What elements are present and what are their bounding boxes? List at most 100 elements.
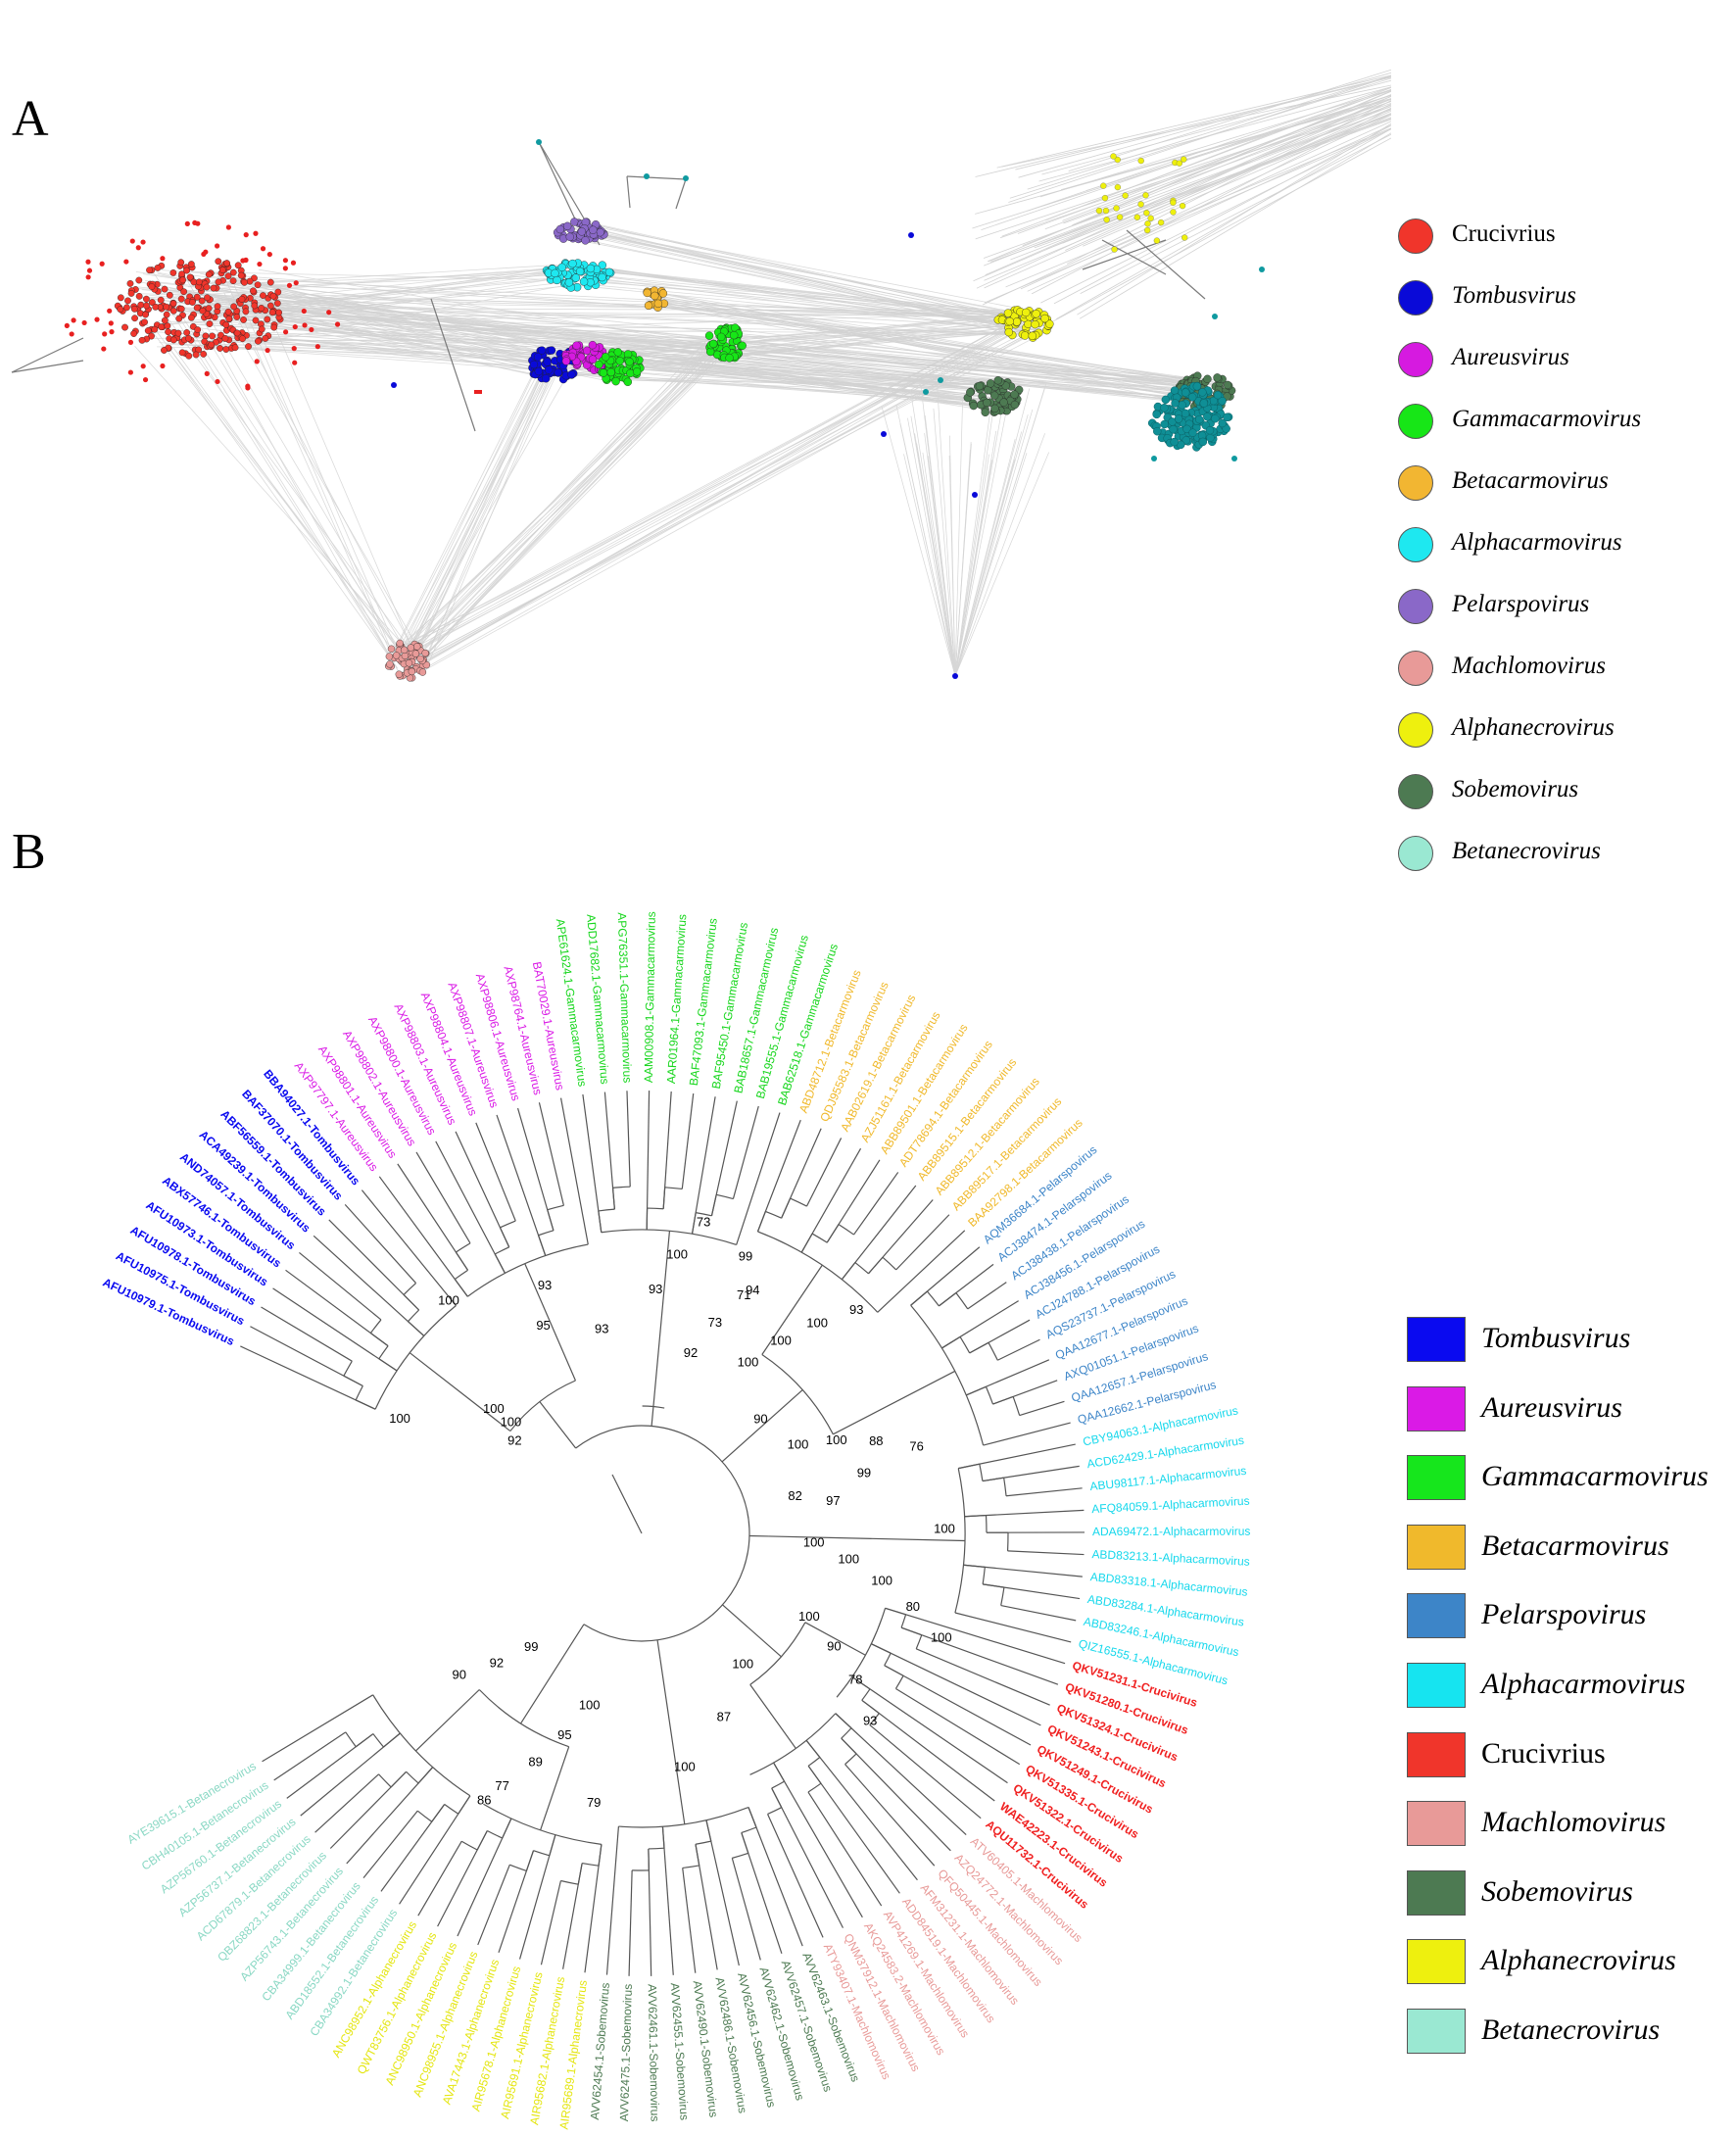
bootstrap-value: 100: [732, 1656, 753, 1671]
legend-label: Tombusvirus: [1481, 1322, 1631, 1354]
legend-dot: [1398, 465, 1433, 501]
bootstrap-value: 90: [827, 1638, 841, 1653]
legend-label: Gammacarmovirus: [1452, 406, 1642, 432]
bootstrap-value: 87: [717, 1710, 731, 1724]
bootstrap-value: 89: [528, 1755, 542, 1770]
legend-item: Alphanecrovirus: [1391, 704, 1724, 766]
legend-item: Pelarspovirus: [1407, 1589, 1730, 1659]
legend-item: Crucivrius: [1407, 1728, 1730, 1798]
bootstrap-value: 73: [697, 1215, 710, 1230]
bootstrap-value: 100: [738, 1354, 759, 1369]
phylogenetic-tree: 9210095931001009393100739273719990100100…: [101, 911, 1251, 2130]
legend-label: Crucivrius: [1481, 1736, 1606, 1770]
tree-tip-label: AVV62461.1-Sobemovirus: [646, 1984, 662, 2122]
bootstrap-value: 79: [587, 1795, 601, 1810]
network-clusters: [64, 139, 1265, 682]
bootstrap-value: 99: [857, 1465, 871, 1480]
legend-dot: [1398, 836, 1433, 871]
bootstrap-value: 73: [708, 1315, 722, 1330]
tree-tip-label: ABU98117.1-Alphacarmovirus: [1089, 1464, 1247, 1493]
legend-item: Tombusvirus: [1407, 1313, 1730, 1383]
bootstrap-value: 71: [737, 1287, 750, 1302]
bootstrap-value: 100: [826, 1432, 847, 1447]
bootstrap-value: 100: [483, 1401, 505, 1416]
tree-tip-label: APG76351.1-Gammacarmovirus: [615, 912, 635, 1083]
legend-dot: [1398, 774, 1433, 809]
legend-label: Alphacarmovirus: [1481, 1667, 1686, 1700]
bootstrap-value: 90: [753, 1411, 767, 1426]
tree-tip-label: AFQ84059.1-Alphacarmovirus: [1091, 1494, 1250, 1516]
tree-tip-label: AVV62455.1-Sobemovirus: [668, 1982, 692, 2120]
legend-label: Tombusvirus: [1452, 282, 1576, 309]
legend-label: Sobemovirus: [1481, 1874, 1633, 1908]
bootstrap-value: 88: [869, 1433, 883, 1448]
legend-label: Aureusvirus: [1452, 344, 1569, 370]
tree-tip-label: ADA69472.1-Alphacarmovirus: [1092, 1525, 1250, 1538]
legend-item: Machlomovirus: [1391, 643, 1724, 704]
legend-label: Alphanecrovirus: [1481, 1944, 1676, 1977]
legend-item: Betanecrovirus: [1391, 828, 1724, 890]
bootstrap-value: 100: [666, 1247, 688, 1262]
legend-dot: [1398, 589, 1433, 624]
legend-swatch: [1407, 1455, 1466, 1501]
tree-tip-label: AAR01964.1-Gammacarmovirus: [664, 913, 690, 1084]
legend-label: Alphacarmovirus: [1452, 529, 1622, 556]
legend-label: Betanecrovirus: [1481, 2013, 1661, 2046]
bootstrap-value: 90: [453, 1667, 466, 1681]
legend-swatch: [1407, 1939, 1466, 1985]
tree-bootstrap-values: 9210095931001009393100739273719990100100…: [389, 1215, 955, 1810]
legend-dot: [1398, 712, 1433, 748]
bootstrap-value: 76: [909, 1439, 923, 1454]
legend-label: Alphanecrovirus: [1452, 714, 1615, 741]
legend-label: Betacarmovirus: [1452, 467, 1609, 494]
bootstrap-value: 80: [906, 1599, 920, 1614]
legend-dot: [1398, 651, 1433, 686]
panel-a-letter: A: [12, 91, 49, 147]
bootstrap-value: 92: [490, 1655, 504, 1670]
bootstrap-value: 100: [803, 1535, 825, 1550]
legend-item: Alphanecrovirus: [1407, 1935, 1730, 2005]
bootstrap-value: 100: [788, 1437, 809, 1452]
legend-swatch: [1407, 1317, 1466, 1362]
legend-label: Pelarspovirus: [1481, 1598, 1647, 1631]
legend-swatch: [1407, 1662, 1466, 1708]
legend-dot: [1398, 404, 1433, 439]
tree-branches: [240, 1091, 1085, 1976]
similarity-network: [11, 69, 1391, 682]
legend-item: Gammacarmovirus: [1391, 396, 1724, 458]
legend-item: Betacarmovirus: [1407, 1521, 1730, 1590]
legend-swatch: [1407, 1593, 1466, 1639]
legend-swatch: [1407, 1524, 1466, 1570]
bootstrap-value: 100: [770, 1334, 792, 1348]
legend-swatch: [1407, 1801, 1466, 1847]
tree-tip-label: AVV62475.1-Sobemovirus: [617, 1984, 635, 2122]
legend-label: Betanecrovirus: [1452, 838, 1601, 864]
legend-label: Betacarmovirus: [1481, 1528, 1669, 1562]
bootstrap-value: 86: [477, 1793, 491, 1808]
legend-item: Machlomovirus: [1407, 1797, 1730, 1867]
legend-label: Crucivrius: [1452, 220, 1556, 247]
legend-item: Gammacarmovirus: [1407, 1451, 1730, 1521]
legend-dot: [1398, 342, 1433, 377]
legend-item: Betanecrovirus: [1407, 2005, 1730, 2074]
bootstrap-value: 100: [798, 1609, 820, 1624]
bootstrap-value: 100: [838, 1552, 859, 1567]
legend-swatch: [1407, 2008, 1466, 2054]
bootstrap-value: 100: [579, 1698, 601, 1713]
legend-dot: [1398, 218, 1433, 254]
legend-item: Aureusvirus: [1391, 334, 1724, 396]
tree-tip-label: ADD17682.1-Gammacarmovirus: [584, 913, 611, 1085]
legend-label: Machlomovirus: [1481, 1806, 1666, 1839]
bootstrap-value: 100: [806, 1316, 828, 1331]
bootstrap-value: 99: [739, 1249, 752, 1264]
bootstrap-value: 93: [849, 1302, 863, 1317]
legend-label: Gammacarmovirus: [1481, 1460, 1709, 1493]
tree-tip-label: AAM00908.1-Gammacarmovirus: [642, 911, 658, 1083]
legend-item: Pelarspovirus: [1391, 581, 1724, 643]
bootstrap-value: 93: [538, 1278, 552, 1292]
legend-swatch: [1407, 1869, 1466, 1916]
legend-label: Sobemovirus: [1452, 776, 1579, 802]
legend-dot: [1398, 527, 1433, 562]
